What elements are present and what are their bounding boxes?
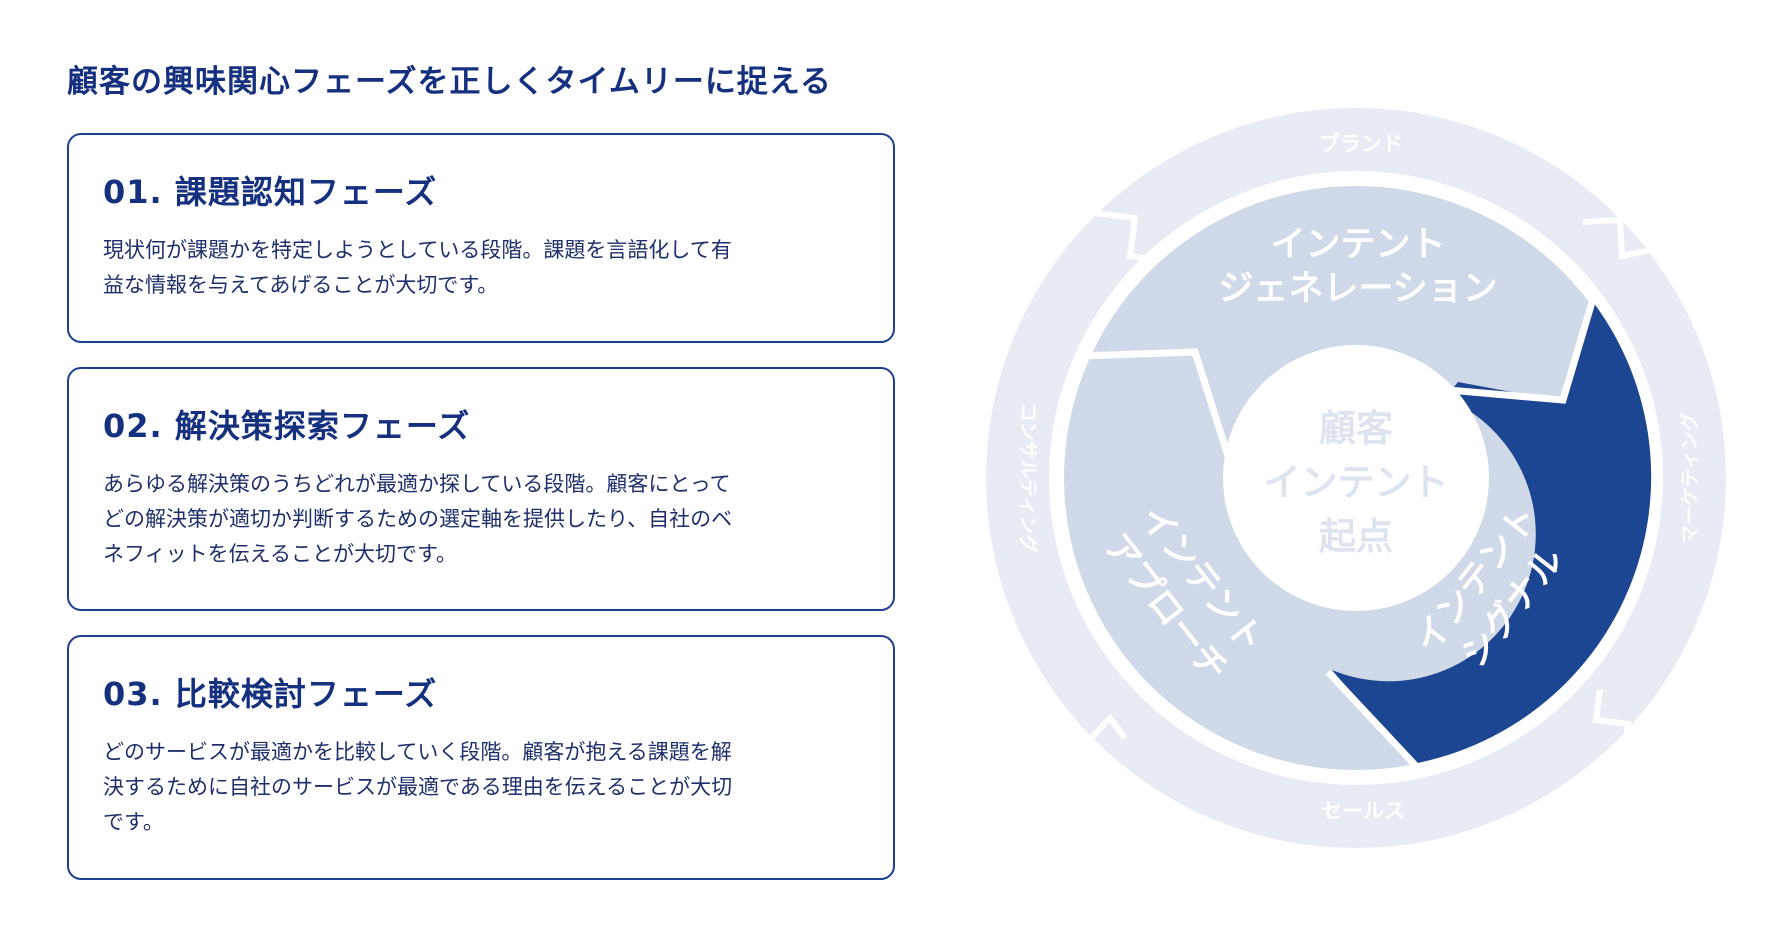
description-line: ネフィットを伝えることが大切です。 <box>103 542 457 566</box>
outer-arrow-notch-top-right <box>1582 216 1653 260</box>
description-line: どのサービスが最適かを比較していく段階。顧客が抱える課題を解 <box>103 740 732 764</box>
segment-intent-signal <box>1332 298 1652 764</box>
page-heading: 顧客の興味関心フェーズを正しくタイムリーに捉える <box>67 64 832 100</box>
phase-card-comparison: 03. 比較検討フェーズ どのサービスが最適かを比較していく段階。顧客が抱える課… <box>67 635 895 880</box>
phase-card-title: 02. 解決策探索フェーズ <box>103 407 471 445</box>
center-label-line3: 起点 <box>1319 515 1393 558</box>
phase-card-description: 現状何が課題かを特定しようとしている段階。課題を言語化して有 益な情報を与えてあ… <box>103 233 863 303</box>
description-line: あらゆる解決策のうちどれが最適か探している段階。顧客にとって <box>103 472 731 496</box>
center-label-line1: 顧客 <box>1319 407 1393 450</box>
outer-label-consulting: コンサルティング <box>1017 403 1040 554</box>
outer-arrow-notch-bottom-left <box>1077 713 1128 771</box>
segment-separator-approach <box>1081 348 1232 458</box>
description-line: 益な情報を与えてあげることが大切です。 <box>103 273 499 297</box>
phase-card-description: どのサービスが最適かを比較していく段階。顧客が抱える課題を解 決するために自社の… <box>103 735 863 840</box>
phase-card-description: あらゆる解決策のうちどれが最適か探している段階。顧客にとって どの解決策が適切か… <box>103 467 863 572</box>
phase-card-title: 03. 比較検討フェーズ <box>103 675 438 713</box>
outer-arrow-notch-top-left <box>1094 210 1161 263</box>
phase-card-solution-search: 02. 解決策探索フェーズ あらゆる解決策のうちどれが最適か探している段階。顧客… <box>67 367 895 611</box>
outer-label-brand: ブランド <box>1319 132 1403 156</box>
description-line: 決するために自社のサービスが最適である理由を伝えることが大切 <box>103 775 733 799</box>
phase-card-awareness: 01. 課題認知フェーズ 現状何が課題かを特定しようとしている段階。課題を言語化… <box>67 133 895 343</box>
description-line: 現状何が課題かを特定しようとしている段階。課題を言語化して有 <box>103 238 732 262</box>
description-line: どの解決策が適切か判断するための選定軸を提供したり、自社のベ <box>103 507 733 531</box>
center-label-line2: インテント <box>1264 461 1449 504</box>
description-line: です。 <box>103 810 164 834</box>
outer-label-marketing: マーケティング <box>1678 412 1701 543</box>
outer-label-sales: セールス <box>1321 799 1405 823</box>
segment-label-generation-line2: ジェネレーション <box>1218 269 1497 309</box>
center-disc <box>1223 345 1489 611</box>
segment-label-generation-line1: インテント <box>1270 225 1445 265</box>
outer-arrow-notch-bottom-right <box>1592 689 1632 753</box>
phase-card-title: 01. 課題認知フェーズ <box>103 173 438 211</box>
segment-separator-signal <box>1325 669 1419 769</box>
